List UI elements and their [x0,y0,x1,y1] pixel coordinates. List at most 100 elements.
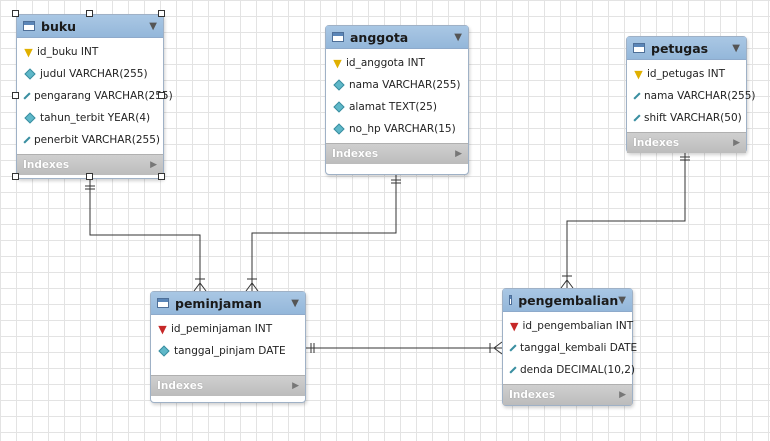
column-row[interactable]: no_hp VARCHAR(15) [326,118,468,140]
column-row[interactable]: shift VARCHAR(50) [627,107,746,129]
column-row[interactable]: denda DECIMAL(10,2) [503,359,636,381]
column-row[interactable]: ▼id_petugas INT [627,63,746,85]
column-row[interactable]: ▼ id_peminjaman INT [151,318,305,340]
selection-handle[interactable] [158,10,165,17]
caret-right-icon[interactable]: ▶ [150,160,157,170]
column-list: ▼id_buku INT judul VARCHAR(255) pengaran… [17,38,173,154]
selection-handle[interactable] [86,10,93,17]
table-icon [157,298,169,308]
table-icon [509,295,513,305]
table-petugas[interactable]: petugas ▼ ▼id_petugas INT nama VARCHAR(2… [626,36,756,153]
column-row[interactable]: alamat TEXT(25) [326,96,468,118]
selection-handle[interactable] [86,173,93,180]
column-label: pengarang VARCHAR(255) [34,90,173,102]
caret-down-icon[interactable]: ▼ [454,31,462,43]
diamond-icon [333,101,345,113]
table-title: pengembalian [518,292,619,308]
table-title: petugas [651,40,709,56]
table-title: buku [41,18,77,34]
caret-right-icon[interactable]: ▶ [455,149,462,159]
caret-right-icon[interactable]: ▶ [292,381,299,391]
table-header[interactable]: peminjaman ▼ [151,292,305,315]
column-label: penerbit VARCHAR(255) [34,134,160,146]
column-label: id_buku INT [37,46,99,58]
table-peminjaman[interactable]: peminjaman ▼ ▼ id_peminjaman INT tanggal_… [150,291,306,403]
column-label: tanggal_kembali DATE [520,342,638,354]
table-header[interactable]: pengembalian ▼ [503,289,632,312]
column-label: alamat TEXT(25) [349,101,437,113]
table-header[interactable]: petugas ▼ [627,37,746,60]
indexes-label: Indexes [157,380,204,392]
diamond-icon [633,114,641,122]
indexes-section[interactable]: Indexes ▶ [627,132,746,153]
table-pengembalian[interactable]: pengembalian ▼ ▼id_pengembalian INT tang… [502,288,637,406]
column-label: judul VARCHAR(255) [40,68,148,80]
relationship-petugas-pengembalian[interactable] [560,152,690,289]
caret-right-icon[interactable]: ▶ [733,138,740,148]
diamond-icon [23,92,31,100]
selection-handle[interactable] [158,92,165,99]
key-icon: ▼ [510,319,519,333]
diamond-icon [633,92,641,100]
column-label: id_peminjaman INT [171,323,273,335]
column-row[interactable]: tanggal_pinjam DATE [151,340,305,362]
relationship-peminjaman-pengembalian[interactable] [305,341,503,355]
selection-handle[interactable] [12,92,19,99]
column-label: shift VARCHAR(50) [644,112,742,124]
diamond-icon [24,68,36,80]
diamond-icon [509,344,517,352]
selection-handle[interactable] [12,10,19,17]
selection-handle[interactable] [158,173,165,180]
column-row[interactable]: nama VARCHAR(255) [627,85,756,107]
column-list: ▼id_pengembalian INT tanggal_kembali DAT… [503,312,637,384]
table-header[interactable]: buku ▼ [17,15,163,38]
table-icon [332,32,344,42]
column-row[interactable]: pengarang VARCHAR(255) [17,85,173,107]
table-header[interactable]: anggota ▼ [326,26,468,49]
table-anggota[interactable]: anggota ▼ ▼id_anggota INT nama VARCHAR(2… [325,25,469,175]
indexes-label: Indexes [633,137,680,149]
column-list: ▼id_petugas INT nama VARCHAR(255) shift … [627,60,756,132]
indexes-section[interactable]: Indexes ▶ [503,384,632,405]
diamond-icon [24,112,36,124]
column-row[interactable]: ▼id_buku INT [17,41,163,63]
column-row[interactable]: ▼id_pengembalian INT [503,315,633,337]
caret-down-icon[interactable]: ▼ [618,294,626,306]
indexes-section[interactable]: Indexes ▶ [17,154,163,175]
indexes-section[interactable]: Indexes ▶ [326,143,468,164]
caret-down-icon[interactable]: ▼ [732,42,740,54]
column-list: ▼ id_peminjaman INT tanggal_pinjam DATE [151,315,305,375]
column-label: denda DECIMAL(10,2) [520,364,636,376]
indexes-label: Indexes [332,148,379,160]
relationship-buku-peminjaman[interactable] [85,179,207,292]
selection-handle[interactable] [12,173,19,180]
column-row[interactable]: penerbit VARCHAR(255) [17,129,163,151]
column-label: tanggal_pinjam DATE [174,345,286,357]
column-row[interactable]: tahun_terbit YEAR(4) [17,107,163,129]
diamond-icon [333,123,345,135]
table-buku[interactable]: buku ▼ ▼id_buku INT judul VARCHAR(255) p… [16,14,173,179]
column-row[interactable]: judul VARCHAR(255) [17,63,163,85]
crow-foot [245,282,259,292]
diamond-icon [23,136,31,144]
column-row[interactable]: ▼id_anggota INT [326,52,468,74]
diamond-icon [509,366,517,374]
column-list: ▼id_anggota INT nama VARCHAR(255) alamat… [326,49,468,143]
table-title: peminjaman [175,295,262,311]
table-icon [23,21,35,31]
relationship-anggota-peminjaman[interactable] [245,175,401,292]
caret-right-icon[interactable]: ▶ [619,390,626,400]
indexes-section[interactable]: Indexes ▶ [151,375,305,396]
caret-down-icon[interactable]: ▼ [291,297,299,309]
column-row[interactable]: tanggal_kembali DATE [503,337,637,359]
column-row[interactable]: nama VARCHAR(255) [326,74,468,96]
column-label: nama VARCHAR(255) [644,90,756,102]
table-title: anggota [350,29,409,45]
crow-foot [193,282,207,292]
caret-down-icon[interactable]: ▼ [149,20,157,32]
column-label: id_petugas INT [647,68,726,80]
crow-foot [560,279,574,289]
column-label: nama VARCHAR(255) [349,79,461,91]
key-icon: ▼ [158,322,167,336]
